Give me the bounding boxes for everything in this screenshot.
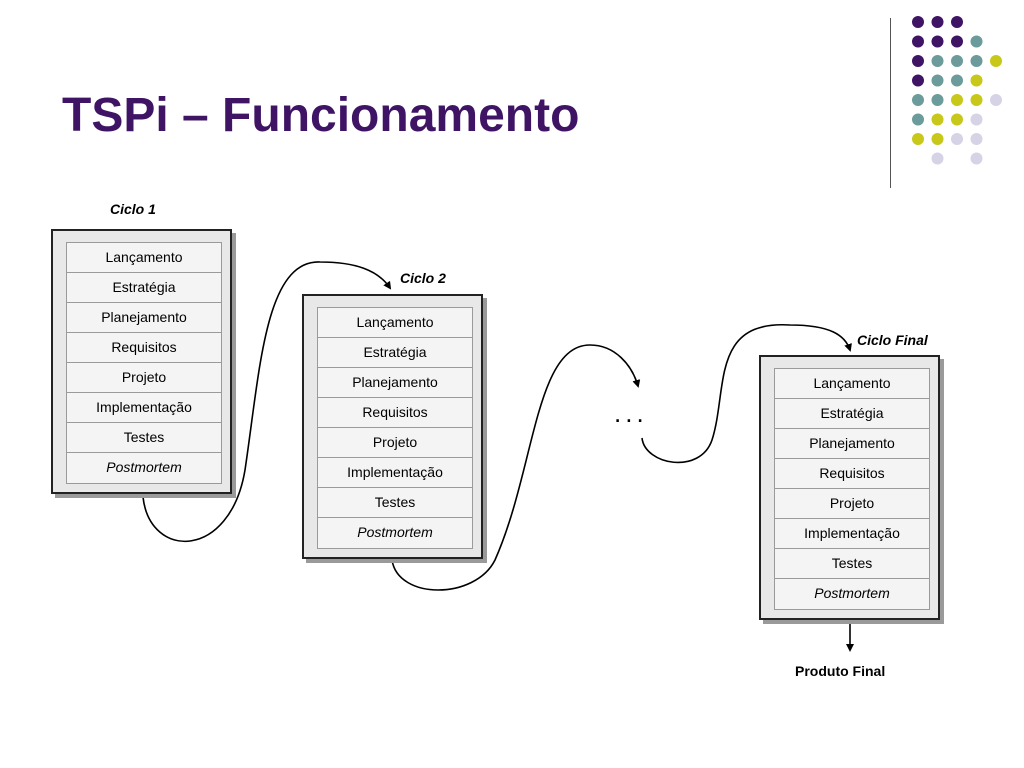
phase-item: Postmortem bbox=[106, 459, 182, 475]
connector-cycle2-to-ellipsis bbox=[391, 344, 641, 591]
phase-item: Planejamento bbox=[775, 429, 929, 459]
cycle-label: Ciclo 1 bbox=[110, 201, 156, 217]
phase-item: Estratégia bbox=[775, 399, 929, 429]
final-product-label: Produto Final bbox=[795, 663, 886, 679]
phase-item: Postmortem bbox=[814, 585, 890, 601]
phase-item: Planejamento bbox=[67, 303, 221, 333]
phase-item: Lançamento bbox=[67, 243, 221, 273]
phase-item: Requisitos bbox=[318, 398, 472, 428]
phase-item: Implementação bbox=[67, 393, 221, 423]
phase-item: Postmortem bbox=[357, 524, 433, 540]
phase-item: Testes bbox=[775, 549, 929, 579]
phase-list: Lançamento Estratégia Planejamento Requi… bbox=[774, 368, 930, 610]
phase-list: Lançamento Estratégia Planejamento Requi… bbox=[66, 242, 222, 484]
phase-item: Testes bbox=[318, 488, 472, 518]
cycle-box: Lançamento Estratégia Planejamento Requi… bbox=[51, 229, 232, 494]
phase-item: Lançamento bbox=[318, 308, 472, 338]
slide-title: TSPi – Funcionamento bbox=[62, 89, 580, 142]
cycle-label: Ciclo 2 bbox=[400, 270, 446, 286]
phase-item: Projeto bbox=[67, 363, 221, 393]
phase-item: Implementação bbox=[775, 519, 929, 549]
phase-item: Testes bbox=[67, 423, 221, 453]
phase-item: Requisitos bbox=[775, 459, 929, 489]
phase-item: Projeto bbox=[775, 489, 929, 519]
phase-item: Estratégia bbox=[67, 273, 221, 303]
connector-cycle1-to-cycle2 bbox=[142, 261, 392, 543]
phase-item: Estratégia bbox=[318, 338, 472, 368]
phase-item: Lançamento bbox=[775, 369, 929, 399]
decorative-divider-line bbox=[890, 18, 891, 188]
phase-item: Requisitos bbox=[67, 333, 221, 363]
phase-item: Projeto bbox=[318, 428, 472, 458]
connector-ellipsis-to-final bbox=[641, 324, 852, 464]
cycle-label: Ciclo Final bbox=[857, 332, 928, 348]
cycle-box: Lançamento Estratégia Planejamento Requi… bbox=[302, 294, 483, 559]
phase-item: Implementação bbox=[318, 458, 472, 488]
cycle-box: Lançamento Estratégia Planejamento Requi… bbox=[759, 355, 940, 620]
phase-item: Planejamento bbox=[318, 368, 472, 398]
phase-list: Lançamento Estratégia Planejamento Requi… bbox=[317, 307, 473, 549]
ellipsis-more-cycles: ... bbox=[614, 398, 648, 428]
